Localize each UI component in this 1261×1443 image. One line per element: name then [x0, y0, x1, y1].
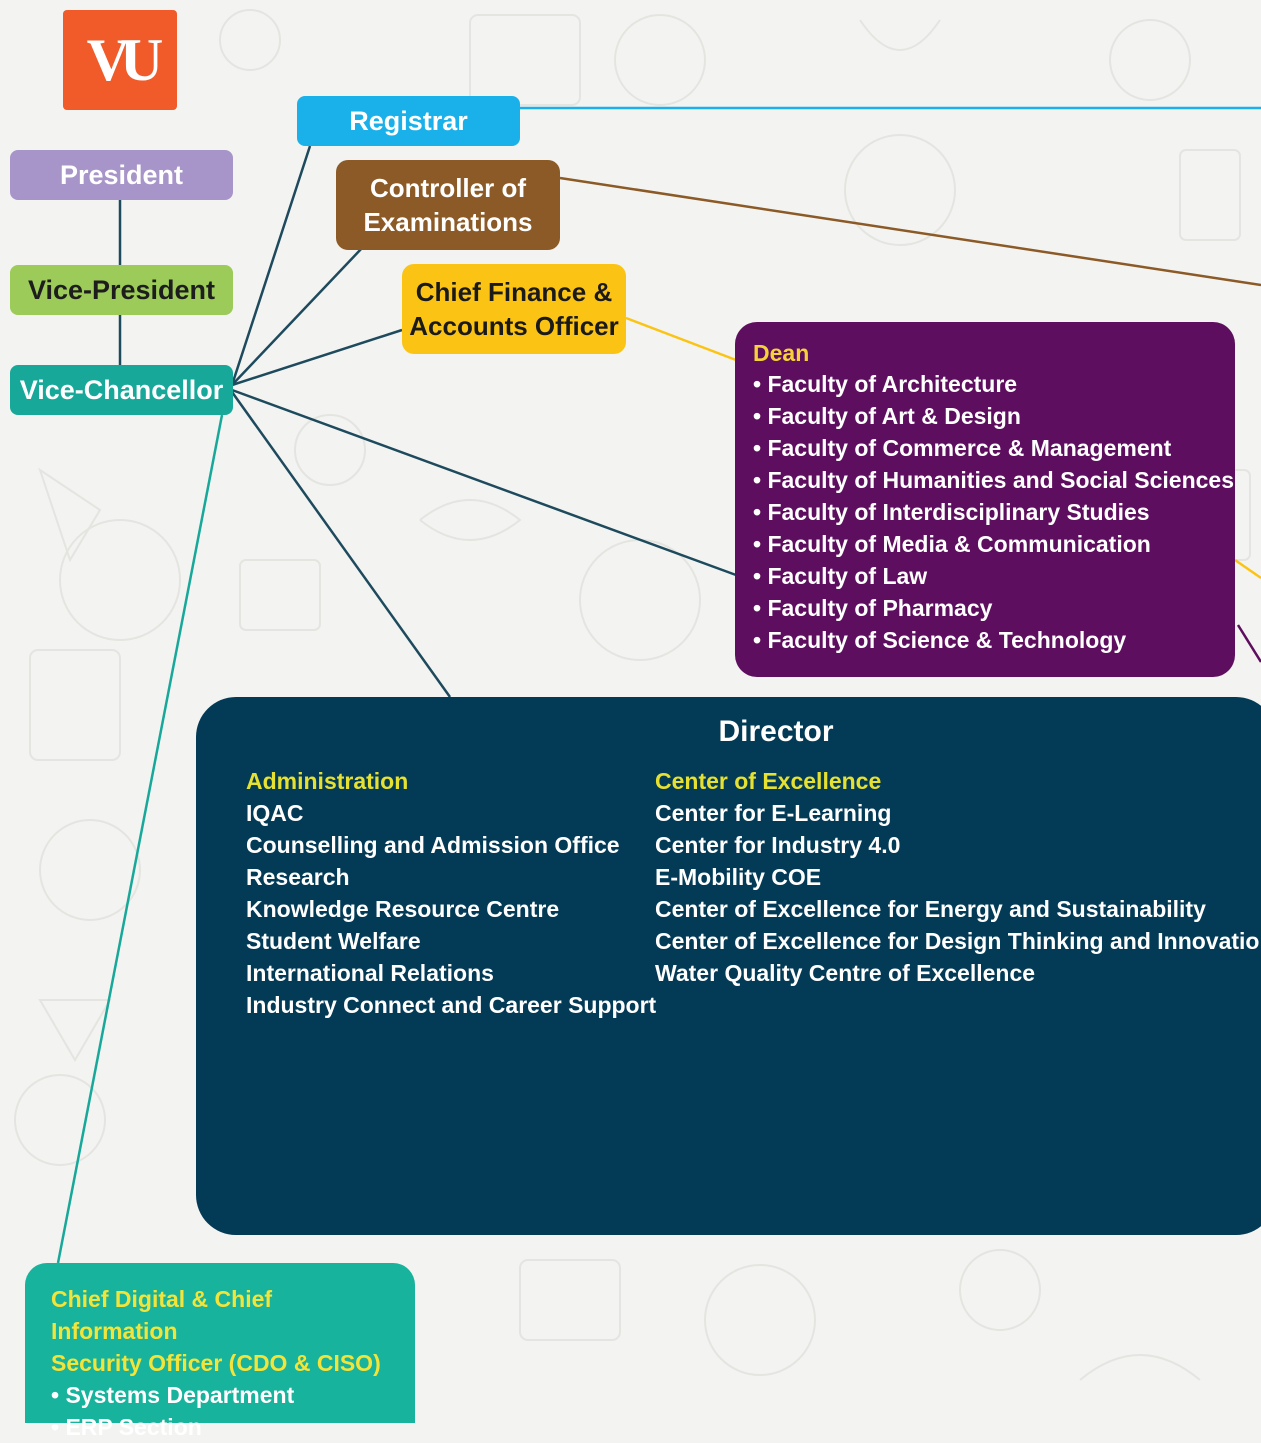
excellence-item: Center of Excellence for Design Thinking…	[655, 928, 1261, 954]
faculty-item: Faculty of Commerce & Management	[753, 432, 1217, 464]
chief-finance-officer-node: Chief Finance & Accounts Officer	[402, 264, 626, 354]
administration-item: Student Welfare	[246, 928, 421, 954]
cdo-title-line1: Chief Digital & Chief Information	[51, 1286, 273, 1344]
excellence-column: Center of Excellence Center for E-Learni…	[655, 765, 1261, 989]
faculty-item: Faculty of Pharmacy	[753, 592, 1217, 624]
administration-item: Knowledge Resource Centre	[246, 896, 560, 922]
president-label: President	[59, 159, 184, 190]
dean-title: Dean	[753, 340, 810, 366]
faculty-item: Faculty of Architecture	[753, 368, 1217, 400]
administration-item: Counselling and Admission Office	[246, 832, 620, 858]
director-node: Director Administration IQAC Counselling…	[196, 697, 1261, 1235]
faculty-item: Faculty of Science & Technology	[753, 624, 1217, 656]
faculty-item: Faculty of Law	[753, 560, 1217, 592]
registrar-label: Registrar	[349, 105, 468, 136]
administration-item: Research	[246, 864, 350, 890]
controller-label-line2: Examinations	[363, 207, 533, 237]
administration-list: IQAC Counselling and Admission Office Re…	[246, 797, 656, 1021]
excellence-item: Center of Excellence for Energy and Sust…	[655, 896, 1206, 922]
finance-label-line2: Accounts Officer	[409, 311, 619, 341]
finance-label-line1: Chief Finance &	[415, 277, 613, 307]
logo-text: VU	[86, 26, 164, 93]
vice-president-label: Vice-President	[27, 274, 216, 305]
excellence-item: Water Quality Centre of Excellence	[655, 960, 1036, 986]
excellence-list: Center for E-Learning Center for Industr…	[655, 797, 1261, 989]
faculty-item: Faculty of Interdisciplinary Studies	[753, 496, 1217, 528]
president-node: President	[10, 150, 233, 200]
excellence-heading: Center of Excellence	[655, 768, 882, 794]
excellence-item: Center for E-Learning	[655, 800, 892, 826]
faculty-list: Faculty of Architecture Faculty of Art &…	[753, 368, 1234, 656]
cdo-title-line2: Security Officer (CDO & CISO)	[51, 1350, 381, 1376]
vice-president-node: Vice-President	[10, 265, 233, 315]
administration-item: IQAC	[246, 800, 304, 826]
cdo-item: Systems Department	[51, 1379, 389, 1411]
director-title: Director	[718, 715, 834, 748]
vice-chancellor-node: Vice-Chancellor	[10, 365, 233, 415]
controller-label-line1: Controller of	[370, 173, 526, 203]
cdo-ciso-node: Chief Digital & Chief Information Securi…	[25, 1263, 415, 1440]
dean-node: Dean Faculty of Architecture Faculty of …	[735, 322, 1235, 677]
cdo-item: ERP Section	[51, 1411, 389, 1443]
administration-item: Industry Connect and Career Support	[246, 992, 657, 1018]
administration-column: Administration IQAC Counselling and Admi…	[246, 765, 656, 1021]
administration-heading: Administration	[246, 768, 409, 794]
controller-of-examinations-node: Controller of Examinations	[336, 160, 560, 250]
cdo-list: Systems Department ERP Section	[51, 1379, 389, 1443]
faculty-item: Faculty of Art & Design	[753, 400, 1217, 432]
faculty-item: Faculty of Humanities and Social Science…	[753, 464, 1234, 496]
excellence-item: E-Mobility COE	[655, 864, 822, 890]
administration-item: International Relations	[246, 960, 494, 986]
excellence-item: Center for Industry 4.0	[655, 832, 901, 858]
registrar-node: Registrar	[297, 96, 520, 146]
faculty-item: Faculty of Media & Communication	[753, 528, 1217, 560]
university-logo: VU	[63, 10, 177, 110]
vice-chancellor-label: Vice-Chancellor	[19, 374, 224, 405]
